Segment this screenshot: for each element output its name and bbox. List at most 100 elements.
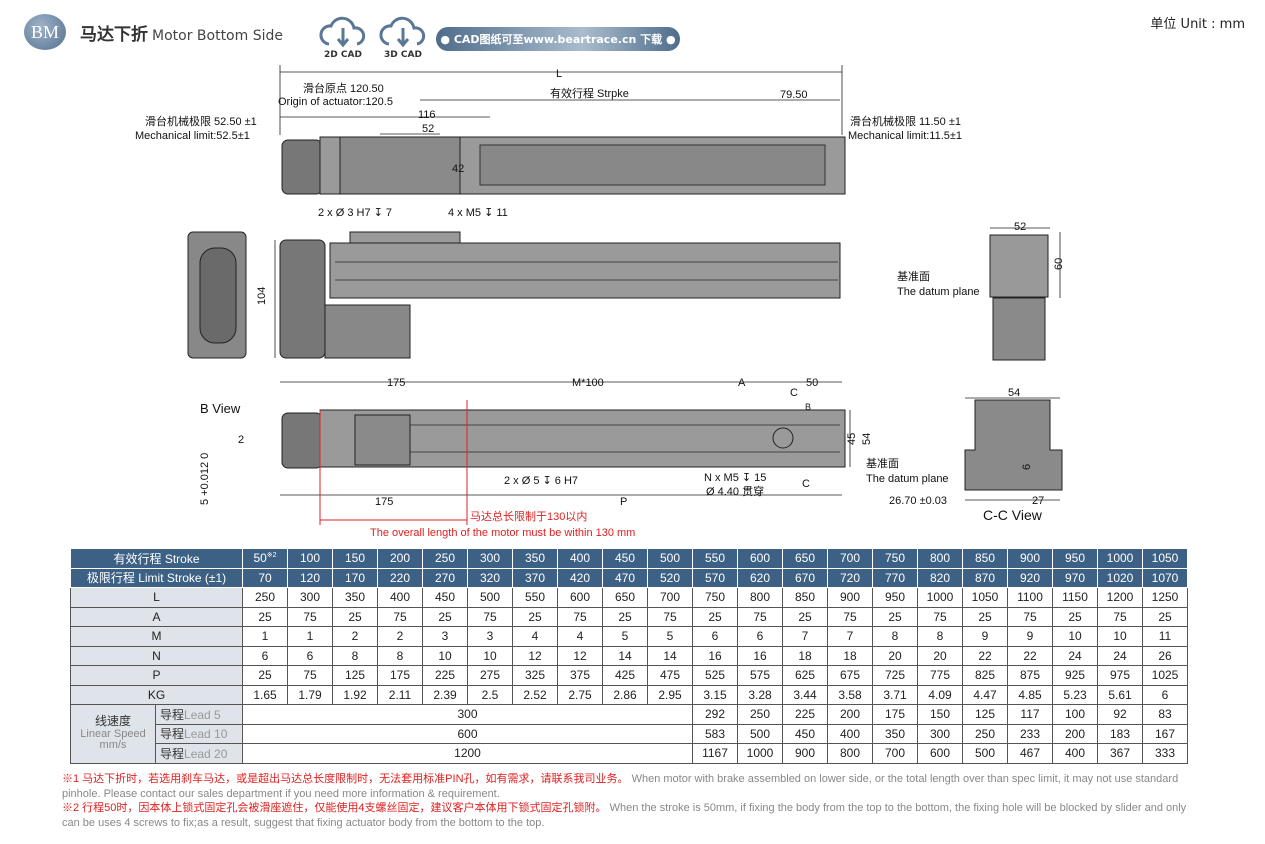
table-cell: 500 xyxy=(737,723,783,744)
hole-spec-1: 2 x Ø 3 H7 ↧ 7 xyxy=(318,207,392,219)
table-cell: 583 xyxy=(692,723,738,744)
table-cell: 25 xyxy=(512,606,558,627)
stroke-value: 100 xyxy=(299,551,321,566)
table-cell: 2 xyxy=(332,626,378,647)
table-cell: 5.23 xyxy=(1052,684,1098,705)
table-cell: 250 xyxy=(422,548,468,569)
cad-3d-download[interactable]: 3D CAD xyxy=(378,14,428,60)
table-cell: 10 xyxy=(467,645,513,666)
table-cell: 350 xyxy=(872,723,918,744)
dim-116: 116 xyxy=(418,109,436,121)
technical-drawing: L 滑台原点 120.50 Origin of actuator:120.5 有… xyxy=(135,65,1065,539)
table-cell: 875 xyxy=(1007,665,1053,686)
stroke-value: 300 xyxy=(479,551,501,566)
table-cell: 125 xyxy=(962,704,1008,725)
stroke-value: 400 xyxy=(569,551,591,566)
lead-en: Lead 5 xyxy=(184,707,221,722)
table-cell: 75 xyxy=(467,606,513,627)
mech-limit-left-cn: 滑台机械极限 52.50 ±1 xyxy=(145,114,257,128)
cloud-download-icon xyxy=(319,16,366,48)
table-cell: 1200 xyxy=(242,743,693,764)
table-cell: 4.47 xyxy=(962,684,1008,705)
note-1: ※1 马达下折时，若选用刹车马达，或是超出马达总长度限制时，无法套用标准PIN孔… xyxy=(62,772,1190,801)
table-cell: 770 xyxy=(872,567,918,588)
datum-cn: 基准面 xyxy=(897,270,930,283)
table-cell: 700 xyxy=(827,548,873,569)
table-cell: 7 xyxy=(782,626,828,647)
table-cell: 300 xyxy=(287,587,333,608)
table-cell: 1000 xyxy=(737,743,783,764)
table-cell: 225 xyxy=(782,704,828,725)
lead-en: Lead 20 xyxy=(184,746,228,761)
table-cell: 750 xyxy=(872,548,918,569)
table-cell: 575 xyxy=(737,665,783,686)
stroke-value: 950 xyxy=(1064,551,1086,566)
table-cell: 极限行程 Limit Stroke (±1) xyxy=(70,567,243,588)
stroke-value: 1000 xyxy=(1106,551,1134,566)
cad-download-banner[interactable]: ● CAD图纸可至www.beartrace.cn 下载 ● xyxy=(436,27,680,51)
origin-cn: 滑台原点 120.50 xyxy=(303,81,384,95)
table-cell: 25 xyxy=(692,606,738,627)
lead-en: Lead 10 xyxy=(184,727,228,742)
table-cell: 117 xyxy=(1007,704,1053,725)
table-cell: 2 xyxy=(377,626,423,647)
end-view-right xyxy=(989,234,1049,361)
stroke-value: 50 xyxy=(253,551,267,566)
table-cell: 4.09 xyxy=(917,684,963,705)
table-cell: 250 xyxy=(737,704,783,725)
table-cell: L xyxy=(70,587,243,608)
table-cell: 350 xyxy=(332,587,378,608)
label-B: B xyxy=(805,402,811,412)
end-view-left xyxy=(187,231,247,359)
table-cell: 400 xyxy=(557,548,603,569)
table-cell: 250 xyxy=(242,587,288,608)
table-cell: 24 xyxy=(1052,645,1098,666)
table-cell: 450 xyxy=(422,587,468,608)
cc-section-view xyxy=(964,399,1063,491)
cad-2d-download[interactable]: 2D CAD xyxy=(318,14,368,60)
table-cell: 83 xyxy=(1142,704,1188,725)
table-cell: 400 xyxy=(1052,743,1098,764)
table-cell: 120 xyxy=(287,567,333,588)
table-cell: 2.95 xyxy=(647,684,693,705)
table-cell: 25 xyxy=(242,606,288,627)
table-cell: 导程Lead 10 xyxy=(155,723,243,744)
table-cell: 2.11 xyxy=(377,684,423,705)
table-cell: 1050 xyxy=(1142,548,1188,569)
table-cell: 350 xyxy=(512,548,558,569)
top-view xyxy=(281,136,846,195)
table-cell: 75 xyxy=(287,665,333,686)
table-cell: 导程Lead 5 xyxy=(155,704,243,725)
table-cell: 600 xyxy=(737,548,783,569)
table-cell: 292 xyxy=(692,704,738,725)
table-cell: 225 xyxy=(422,665,468,686)
table-cell: 75 xyxy=(647,606,693,627)
table-cell: 18 xyxy=(782,645,828,666)
table-cell: 275 xyxy=(467,665,513,686)
table-cell: 500 xyxy=(962,743,1008,764)
motor-limit-cn: 马达总长限制于130以内 xyxy=(470,509,587,523)
table-cell: 125 xyxy=(332,665,378,686)
stroke-value: 350 xyxy=(524,551,546,566)
table-cell: 500 xyxy=(467,587,513,608)
b-view-label: B View xyxy=(200,401,241,416)
mech-limit-left-en: Mechanical limit:52.5±1 xyxy=(135,130,250,142)
note-2-en: When the stroke is 50mm, if fixing the b… xyxy=(62,802,1187,829)
table-cell: 75 xyxy=(917,606,963,627)
datum-cn-2: 基准面 xyxy=(866,457,899,470)
bottom-view xyxy=(281,400,846,525)
table-cell: 420 xyxy=(557,567,603,588)
table-cell: 6 xyxy=(287,645,333,666)
table-cell: 16 xyxy=(737,645,783,666)
table-cell: 2.52 xyxy=(512,684,558,705)
table-cell: 6 xyxy=(692,626,738,647)
table-cell: 700 xyxy=(647,587,693,608)
table-cell: 750 xyxy=(692,587,738,608)
